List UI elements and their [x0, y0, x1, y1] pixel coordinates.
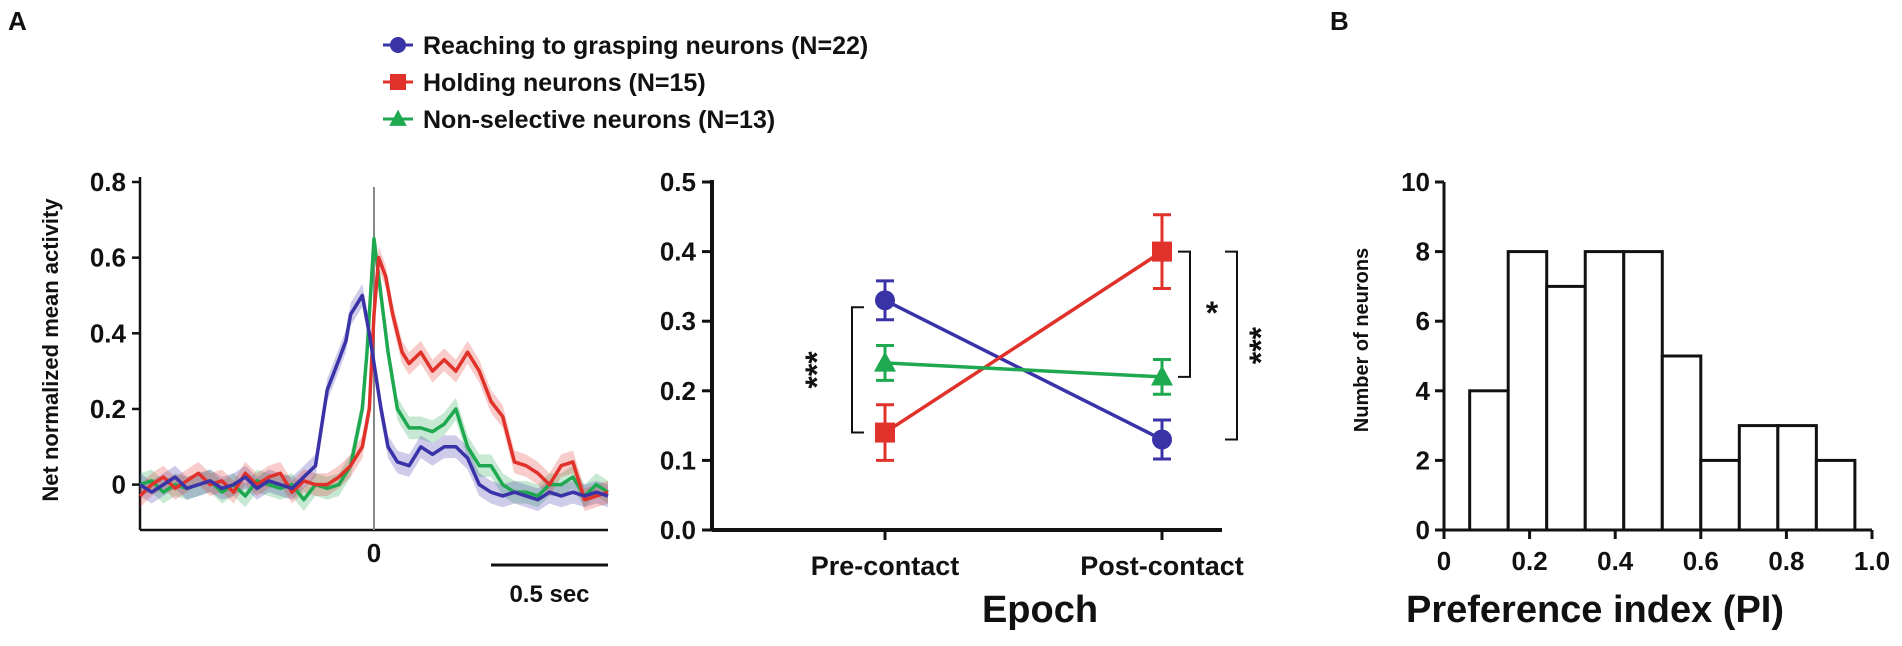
hist-x-tick-label: 1.0	[1854, 546, 1890, 576]
psth-y-tick-label: 0.8	[90, 167, 126, 197]
histogram-bar	[1699, 458, 1741, 532]
epoch-y-tick-label: 0.1	[660, 445, 696, 475]
hist-y-tick-label: 0	[1416, 515, 1430, 545]
histogram-bar	[1814, 458, 1857, 532]
histogram-chart: Number of neurons Preference index (PI) …	[1351, 167, 1890, 631]
histogram-bar	[1776, 424, 1818, 532]
legend-entry-label: Reaching to grasping neurons (N=22)	[423, 32, 868, 60]
panel-label-a: A	[8, 6, 27, 36]
epoch-y-tick-label: 0.3	[660, 306, 696, 336]
psth-y-tick-label: 0.6	[90, 243, 126, 273]
epoch-y-tick-label: 0.4	[660, 237, 697, 267]
psth-y-axis-label: Net normalized mean activity	[38, 198, 63, 502]
histogram-bar	[1545, 284, 1587, 532]
epoch-series-line-square	[884, 250, 1163, 435]
hist-y-tick-label: 6	[1416, 306, 1430, 336]
epoch-category-label: Pre-contact	[811, 551, 960, 581]
psth-series-line-circle	[139, 293, 609, 502]
panel-label-b: B	[1330, 6, 1349, 36]
epoch-marker-square	[875, 422, 895, 443]
psth-y-tick-label: 0.2	[90, 394, 126, 424]
epoch-y-tick-label: 0.5	[660, 167, 696, 197]
legend-marker-triangle	[389, 109, 407, 126]
psth-y-tick-label: 0.4	[90, 318, 127, 348]
epoch-marker-circle	[875, 290, 895, 311]
histogram-bar	[1583, 250, 1626, 532]
hist-y-tick-label: 4	[1416, 376, 1431, 406]
psth-y-tick-label: 0	[112, 470, 126, 500]
psth-x-tick-label: 0	[367, 538, 381, 568]
hist-x-axis-label: Preference index (PI)	[1406, 589, 1784, 631]
hist-y-axis-label: Number of neurons	[1351, 248, 1373, 432]
psth-series-line-triangle	[139, 236, 609, 502]
epoch-marker-triangle	[874, 351, 896, 372]
significance-bracket	[1178, 250, 1191, 378]
significance-label: ***	[1243, 326, 1279, 364]
epoch-marker-square	[1152, 241, 1172, 262]
histogram-bar	[1660, 354, 1703, 532]
psth-series-line-square	[138, 255, 609, 502]
epoch-y-tick-label: 0.0	[660, 515, 696, 545]
significance-label: *	[1206, 295, 1219, 331]
significance-bracket	[851, 306, 864, 434]
legend-marker-circle	[390, 37, 406, 53]
histogram-bar	[1506, 250, 1549, 532]
hist-y-tick-label: 2	[1416, 445, 1430, 475]
histogram-bar	[1737, 424, 1780, 532]
legend-entry-label: Non-selective neurons (N=13)	[423, 106, 775, 134]
epoch-marker-triangle	[1151, 365, 1173, 386]
epoch-y-tick-label: 0.2	[660, 376, 696, 406]
hist-y-tick-label: 8	[1416, 237, 1430, 267]
histogram-bar	[1622, 250, 1664, 532]
psth-scale-bar-label: 0.5 sec	[509, 581, 589, 608]
epoch-marker-circle	[1152, 429, 1172, 450]
hist-x-tick-label: 0.8	[1768, 546, 1804, 576]
hist-x-tick-label: 0.4	[1597, 546, 1634, 576]
legend-marker-square	[390, 74, 406, 90]
psth-sem-band-square	[140, 246, 608, 512]
hist-x-tick-label: 0.6	[1683, 546, 1719, 576]
legend-entry-label: Holding neurons (N=15)	[423, 69, 706, 97]
epoch-category-label: Post-contact	[1080, 551, 1244, 581]
histogram-bar	[1468, 389, 1510, 532]
epoch-x-axis-label: Epoch	[982, 589, 1098, 631]
significance-bracket	[1225, 250, 1238, 441]
hist-x-tick-label: 0.2	[1512, 546, 1548, 576]
significance-label: ***	[799, 351, 835, 389]
hist-y-tick-label: 10	[1401, 167, 1430, 197]
epoch-series-line-triangle	[884, 361, 1163, 379]
psth-chart: Net normalized mean activity 0 0.2 0.4 0.6 0…	[38, 167, 609, 608]
hist-x-tick-label: 0	[1437, 546, 1451, 576]
legend: Reaching to grasping neurons (N=22) Holdi…	[383, 32, 868, 134]
